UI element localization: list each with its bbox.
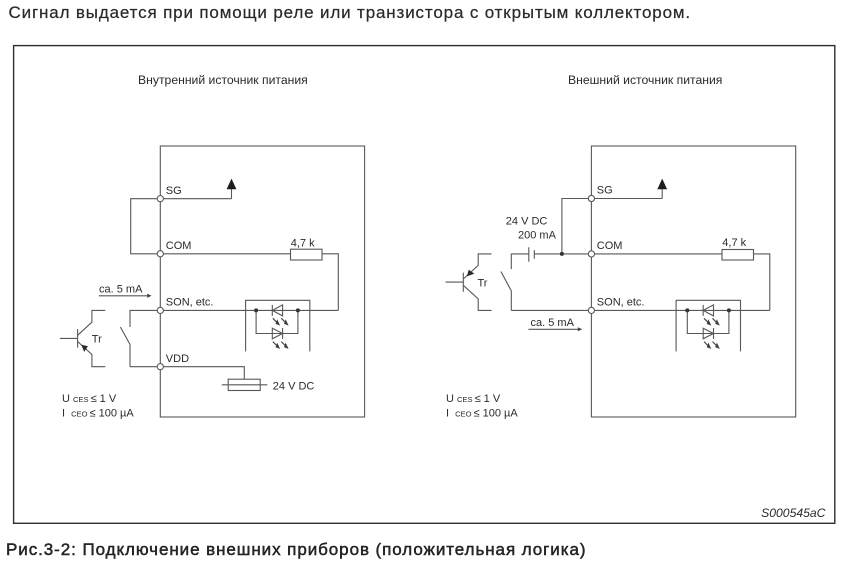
svg-text:4,7 k: 4,7 k [722, 237, 746, 249]
svg-text:Внешний источник питания: Внешний источник питания [568, 73, 722, 87]
svg-text:SON, etc.: SON, etc. [597, 297, 645, 309]
svg-text:SG: SG [597, 185, 613, 197]
svg-text:Внутренний источник питания: Внутренний источник питания [138, 73, 308, 87]
svg-text:VDD: VDD [166, 353, 189, 365]
svg-text:Tr: Tr [478, 277, 488, 289]
svg-text:24 V DC: 24 V DC [273, 380, 315, 392]
svg-text:ca. 5 mA: ca. 5 mA [531, 317, 575, 329]
svg-text:Tr: Tr [92, 333, 102, 345]
svg-text:S000545aC: S000545aC [761, 506, 826, 520]
svg-text:SG: SG [166, 185, 182, 197]
svg-text:24 V DC: 24 V DC [506, 215, 548, 227]
svg-text:COM: COM [597, 240, 623, 252]
svg-text:Рис.3-2: Подключение внешних п: Рис.3-2: Подключение внешних приборов (п… [6, 540, 586, 559]
svg-text:SON, etc.: SON, etc. [166, 297, 214, 309]
svg-text:200 mA: 200 mA [518, 230, 557, 242]
svg-text:Сигнал выдается при помощи рел: Сигнал выдается при помощи реле или тран… [9, 3, 692, 22]
svg-text:COM: COM [166, 240, 192, 252]
svg-text:ca. 5 mA: ca. 5 mA [99, 283, 143, 295]
svg-text:4,7 k: 4,7 k [291, 237, 315, 249]
